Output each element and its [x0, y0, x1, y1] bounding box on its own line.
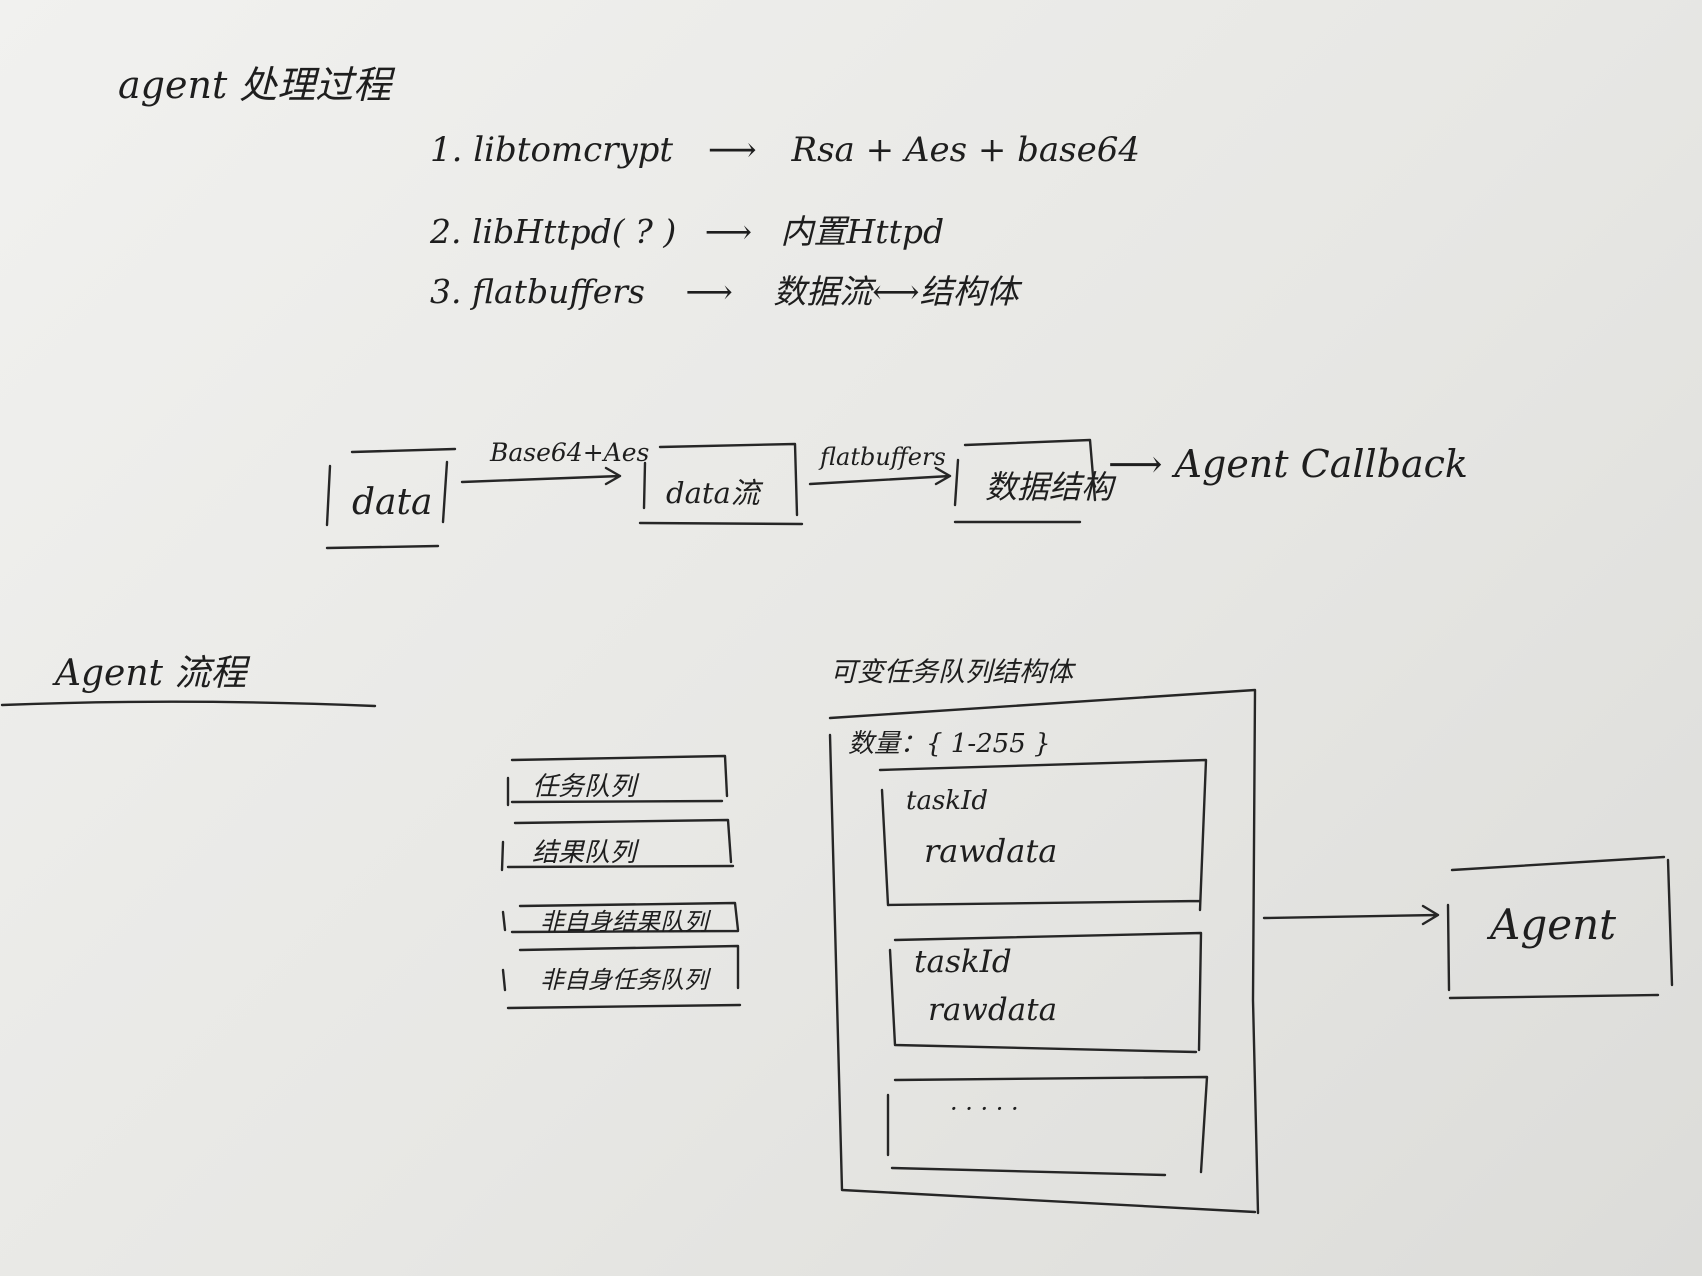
- pipeline-edge-flatbuffers: flatbuffers: [820, 443, 946, 471]
- tech-arrow: ⟶: [685, 272, 733, 311]
- box-struct-outline: [953, 438, 1097, 524]
- arrow-data-stream: [460, 466, 622, 486]
- queue-label: 非自身任务队列: [540, 966, 708, 994]
- tech-item-1: 1. libtomcrypt ⟶ Rsa + Aes + base64: [430, 130, 1140, 170]
- tech-arrow: ⟶: [707, 130, 757, 170]
- queue-box-3: [501, 901, 740, 934]
- inner-box-2: [888, 931, 1203, 1054]
- container-count: 数量：{ 1-255 }: [848, 729, 1051, 759]
- agent-box-outline: [1446, 855, 1674, 1000]
- queue-label: 任务队列: [532, 772, 637, 802]
- inner-box-1: [878, 758, 1208, 912]
- rawdata-label: rawdata: [924, 832, 1058, 870]
- pipeline-callback: ⟶ Agent Callback: [1108, 442, 1468, 486]
- arrow-to-agent: [1262, 904, 1440, 926]
- tech-num: 2.: [430, 212, 462, 251]
- task-id-label: taskId: [914, 944, 1012, 980]
- section2-title: Agent 流程: [55, 653, 247, 694]
- arrow-stream-struct: [808, 466, 952, 486]
- queue-box-1: [506, 754, 729, 807]
- agent-label: Agent: [1490, 900, 1616, 949]
- page-title: agent 处理过程: [118, 63, 392, 107]
- box-data-outline: [325, 447, 457, 550]
- queue-label: 非自身结果队列: [540, 908, 708, 936]
- tech-item-2: 2. libHttpd( ? ) ⟶ 内置Httpd: [430, 205, 944, 253]
- task-id-label: taskId: [906, 786, 988, 816]
- tech-name: libHttpd( ? ): [472, 212, 677, 251]
- tech-arrow: ⟶: [704, 212, 753, 251]
- tech-target: Rsa + Aes + base64: [791, 130, 1140, 170]
- pipeline-node-data-struct: 数据结构: [985, 468, 1114, 506]
- tech-target: 数据流⟷结构体: [773, 272, 1019, 311]
- queue-label: 结果队列: [532, 838, 637, 868]
- rawdata-label: rawdata: [928, 992, 1058, 1028]
- pipeline-node-data-stream: data流: [666, 476, 760, 510]
- tech-item-3: 3. flatbuffers ⟶ 数据流⟷结构体: [430, 265, 1019, 313]
- tech-num: 3.: [430, 272, 462, 311]
- ellipsis: · · · · ·: [950, 1095, 1019, 1123]
- container-title: 可变任务队列结构体: [830, 657, 1073, 688]
- tech-target: 内置Httpd: [780, 212, 945, 251]
- queue-box-2: [500, 818, 735, 872]
- box-stream-outline: [638, 442, 804, 526]
- queue-box-4: [501, 944, 742, 1010]
- pipeline-node-data: data: [352, 482, 433, 523]
- tech-name: flatbuffers: [472, 272, 645, 311]
- tech-name: libtomcrypt: [473, 130, 674, 170]
- container-outline: [828, 688, 1260, 1215]
- pipeline-edge-base64-aes: Base64+Aes: [490, 438, 650, 467]
- tech-num: 1.: [430, 130, 463, 170]
- section2-underline: [0, 700, 377, 708]
- inner-box-3: [886, 1075, 1209, 1177]
